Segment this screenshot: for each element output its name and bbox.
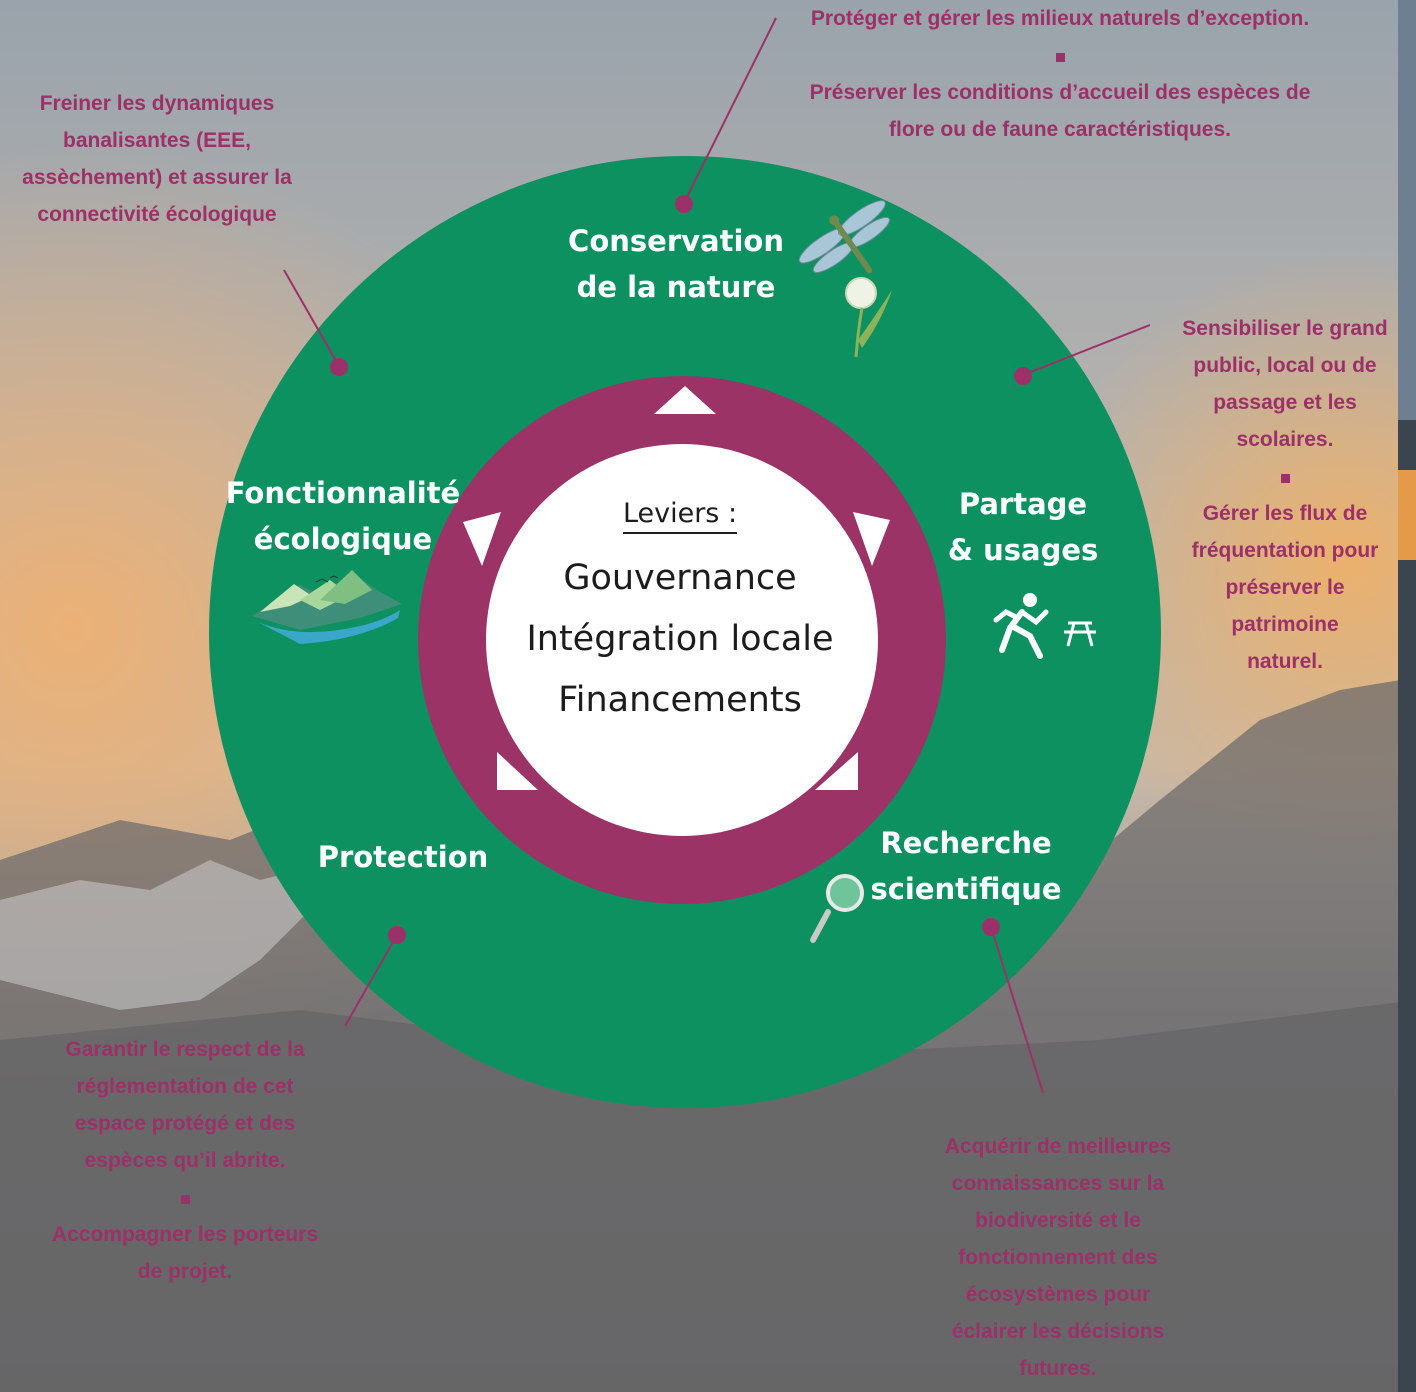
segment-protection: Protection <box>317 840 489 874</box>
connector-conservation <box>683 17 777 204</box>
dragonfly-icon <box>798 200 891 274</box>
separator <box>20 1179 350 1216</box>
segment-partage: Partage & usages <box>947 487 1099 567</box>
arrow-bottom-right <box>815 752 858 790</box>
connector-protection <box>344 934 398 1027</box>
connector-recherche <box>990 926 1044 1094</box>
arrow-right <box>853 512 890 566</box>
lever-integration-locale: Intégration locale <box>526 619 834 659</box>
dandelion-icon <box>845 277 892 358</box>
note-fonctionnalite: Freiner les dynamiques banalisantes (EEE… <box>22 92 292 226</box>
dot-partage <box>1014 367 1032 385</box>
note-partage: Sensibiliser le grand public, local ou d… <box>1170 310 1400 680</box>
magnifier-icon <box>810 874 864 943</box>
note-conservation: Protéger et gérer les milieux naturels d… <box>770 0 1350 148</box>
note-protection: Garantir le respect de la réglementation… <box>20 1031 350 1290</box>
connector-fonctionnalite <box>283 269 340 367</box>
dot-protection <box>388 926 406 944</box>
segment-recherche: Recherche scientifique <box>870 826 1062 906</box>
dot-fonctionnalite <box>330 358 348 376</box>
arrow-left <box>463 512 501 566</box>
segment-fonctionnalite: Fonctionnalité écologique <box>225 476 461 556</box>
separator <box>1170 458 1400 495</box>
dot-conservation <box>675 195 693 213</box>
lever-gouvernance: Gouvernance <box>563 558 797 598</box>
mountain-landscape-icon <box>252 570 402 644</box>
center-disc <box>486 444 878 836</box>
connector-partage <box>1022 324 1151 376</box>
levers-title: Leviers : <box>622 496 738 534</box>
note-recherche: Acquérir de meilleures connaissances sur… <box>944 1135 1172 1380</box>
segment-conservation: Conservation de la nature <box>568 224 784 304</box>
runner-icon <box>993 593 1049 659</box>
center-levers: Leviers : Gouvernance Intégration locale… <box>480 496 880 731</box>
lever-financements: Financements <box>558 680 802 720</box>
picnic-table-icon <box>1064 621 1096 647</box>
separator <box>770 37 1350 74</box>
arrow-top <box>654 386 716 414</box>
arrow-bottom-left <box>497 752 538 790</box>
dot-recherche <box>982 918 1000 936</box>
